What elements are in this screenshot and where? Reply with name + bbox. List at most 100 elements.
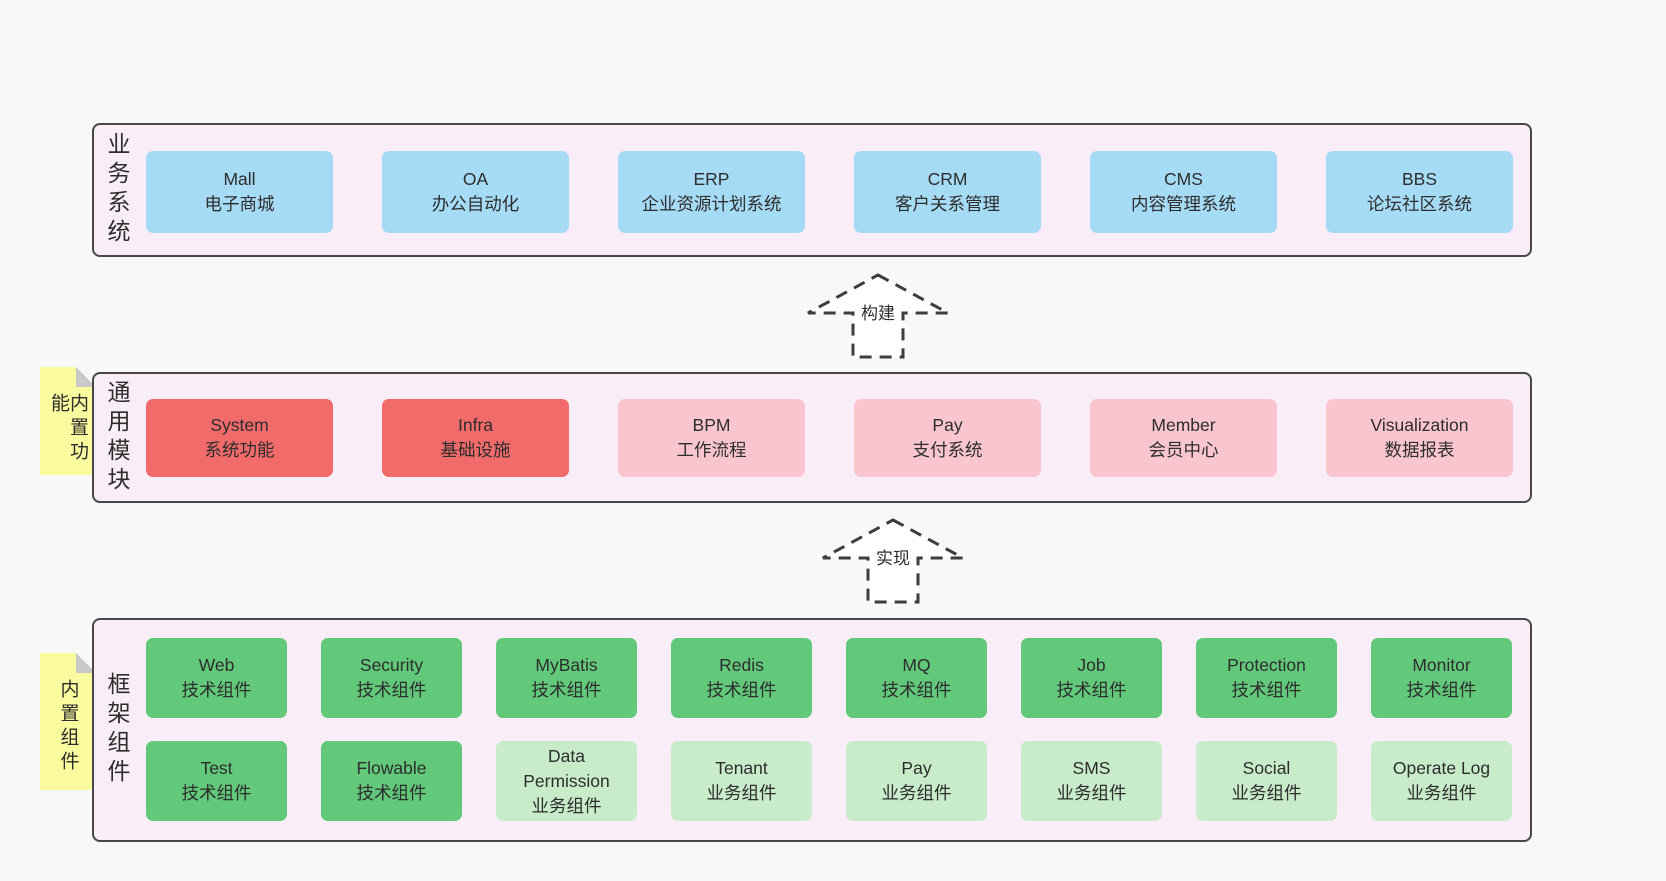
component-box: Monitor 技术组件 xyxy=(1371,638,1512,718)
component-box: Operate Log 业务组件 xyxy=(1371,741,1512,821)
component-name: Flowable xyxy=(356,758,427,778)
component-box: CMS 内容管理系统 xyxy=(1090,151,1277,233)
component-box: SMS 业务组件 xyxy=(1021,741,1162,821)
sticky-note-text: 内置组件 xyxy=(57,679,79,775)
component-box: Data Permission 业务组件 xyxy=(496,741,637,821)
component-desc: 企业资源计划系统 xyxy=(641,194,782,214)
component-name: Job xyxy=(1077,655,1106,675)
component-desc: 技术组件 xyxy=(181,783,252,803)
component-desc: 技术组件 xyxy=(706,680,777,700)
component-box: BPM 工作流程 xyxy=(618,399,805,477)
build-arrow: 构建 xyxy=(805,272,951,360)
component-desc: 论坛社区系统 xyxy=(1367,194,1472,214)
component-name: Visualization xyxy=(1370,415,1469,435)
component-box: Pay 支付系统 xyxy=(854,399,1041,477)
component-desc: 技术组件 xyxy=(1056,680,1127,700)
component-desc: 技术组件 xyxy=(881,680,952,700)
component-name: Social xyxy=(1242,758,1291,778)
build-arrow-label: 构建 xyxy=(858,303,898,325)
component-desc: 办公自动化 xyxy=(431,194,520,214)
component-box: Job 技术组件 xyxy=(1021,638,1162,718)
component-desc: 内容管理系统 xyxy=(1131,194,1236,214)
component-name: Test xyxy=(200,758,233,778)
component-box: Member 会员中心 xyxy=(1090,399,1277,477)
component-box: Visualization 数据报表 xyxy=(1326,399,1513,477)
component-desc: 业务组件 xyxy=(1056,783,1127,803)
business-box-row: Mall 电子商城 OA 办公自动化 ERP 企业资源计划系统 CRM 客户关系管理 CMS 内容… xyxy=(146,151,1513,233)
component-name: Web xyxy=(198,655,235,675)
implement-arrow: 实现 xyxy=(820,517,966,605)
component-desc: 技术组件 xyxy=(531,680,602,700)
component-name: Mall xyxy=(223,169,256,189)
implement-arrow-label: 实现 xyxy=(873,548,913,570)
component-name: CMS xyxy=(1164,169,1203,189)
component-name: OA xyxy=(462,169,489,189)
component-desc: 基础设施 xyxy=(440,440,511,460)
component-box: OA 办公自动化 xyxy=(382,151,569,233)
component-desc: 工作流程 xyxy=(676,440,747,460)
modules-box-row: System 系统功能 Infra 基础设施 BPM 工作流程 Pay 支付系统 Member 会… xyxy=(146,399,1513,477)
component-desc: 技术组件 xyxy=(1231,680,1302,700)
component-name: Monitor xyxy=(1412,655,1471,675)
component-desc: 技术组件 xyxy=(1406,680,1477,700)
component-box: Web 技术组件 xyxy=(146,638,287,718)
component-name: Tenant xyxy=(715,758,768,778)
component-name: BBS xyxy=(1401,169,1438,189)
component-box: Tenant 业务组件 xyxy=(671,741,812,821)
component-name: SMS xyxy=(1072,758,1111,778)
component-name: System xyxy=(210,415,269,435)
component-box: Protection 技术组件 xyxy=(1196,638,1337,718)
component-name: Pay xyxy=(901,758,932,778)
component-name: MQ xyxy=(902,655,931,675)
component-name: Infra xyxy=(457,415,494,435)
component-desc: 客户关系管理 xyxy=(895,194,1000,214)
component-name: Member xyxy=(1151,415,1216,435)
component-desc: 技术组件 xyxy=(356,783,427,803)
component-desc: 业务组件 xyxy=(1231,783,1302,803)
panel-framework-label: 框架组件 xyxy=(104,672,130,788)
component-desc: 会员中心 xyxy=(1148,440,1219,460)
component-box: ERP 企业资源计划系统 xyxy=(618,151,805,233)
component-box: System 系统功能 xyxy=(146,399,333,477)
sticky-note-text: 内置功能 xyxy=(48,393,88,465)
component-box: Flowable 技术组件 xyxy=(321,741,462,821)
component-desc: 业务组件 xyxy=(881,783,952,803)
component-desc: 业务组件 xyxy=(706,783,777,803)
component-box: MQ 技术组件 xyxy=(846,638,987,718)
component-desc: 技术组件 xyxy=(356,680,427,700)
component-box: Pay 业务组件 xyxy=(846,741,987,821)
component-name: Protection xyxy=(1227,655,1306,675)
sticky-note-builtin-components: 内置组件 xyxy=(40,653,96,790)
component-desc: 技术组件 xyxy=(181,680,252,700)
component-name: ERP xyxy=(693,169,730,189)
sticky-note-builtin-features: 内置功能 xyxy=(40,367,96,475)
component-box: Infra 基础设施 xyxy=(382,399,569,477)
component-box: Security 技术组件 xyxy=(321,638,462,718)
component-name: MyBatis xyxy=(535,655,598,675)
component-box: BBS 论坛社区系统 xyxy=(1326,151,1513,233)
component-name: BPM xyxy=(692,415,731,435)
component-name: Operate Log xyxy=(1392,758,1491,778)
panel-common-modules: 通用模块 System 系统功能 Infra 基础设施 BPM 工作流程 Pay 支付系统 Me… xyxy=(92,372,1532,503)
component-desc: 业务组件 xyxy=(1406,783,1477,803)
component-name: Pay xyxy=(932,415,963,435)
component-box: MyBatis 技术组件 xyxy=(496,638,637,718)
component-desc: 电子商城 xyxy=(204,194,275,214)
component-name: Security xyxy=(359,655,424,675)
component-name: CRM xyxy=(927,169,968,189)
component-box: CRM 客户关系管理 xyxy=(854,151,1041,233)
component-desc: 业务组件 xyxy=(531,795,602,816)
component-box: Test 技术组件 xyxy=(146,741,287,821)
component-name: Data Permission xyxy=(523,745,610,791)
component-desc: 系统功能 xyxy=(204,440,275,460)
panel-modules-label: 通用模块 xyxy=(104,379,130,496)
component-box: Mall 电子商城 xyxy=(146,151,333,233)
component-desc: 数据报表 xyxy=(1384,440,1455,460)
component-desc: 支付系统 xyxy=(912,440,983,460)
